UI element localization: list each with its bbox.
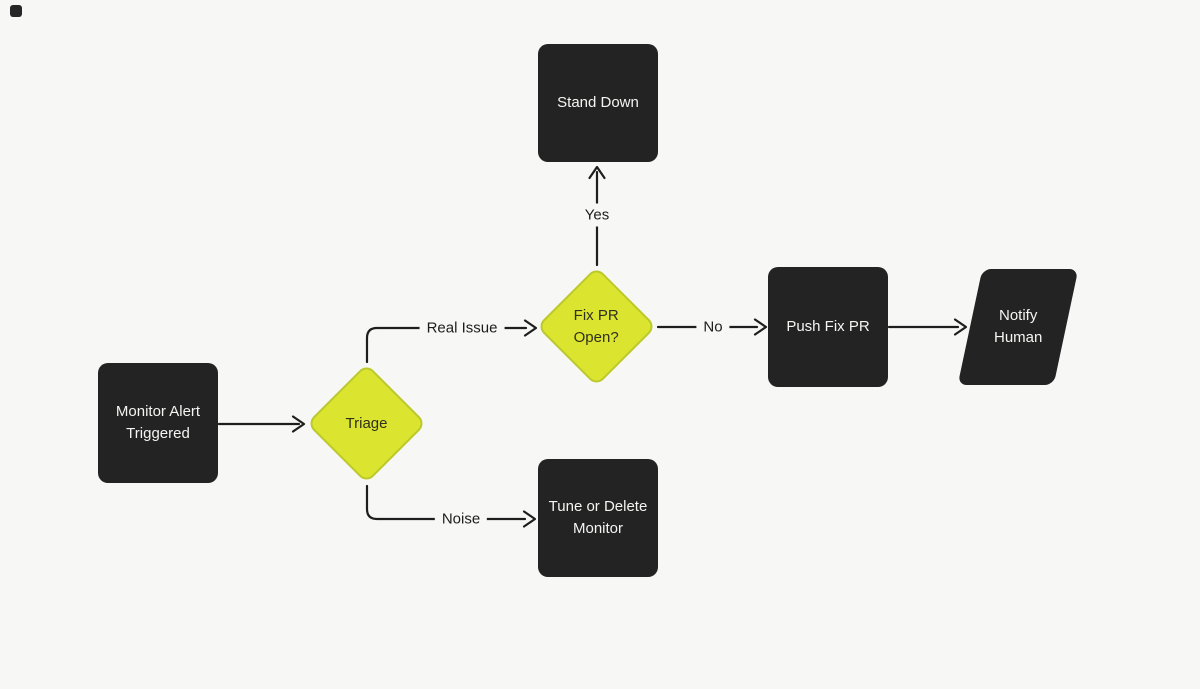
edge-label-real-issue[interactable]: Real Issue — [419, 316, 505, 340]
node-label-line: Triggered — [126, 425, 190, 442]
corner-logo[interactable] — [10, 5, 22, 17]
node-label-line: Human — [993, 329, 1043, 346]
node-label-line: Monitor Alert — [115, 403, 201, 420]
node-label-line: Open? — [573, 328, 620, 346]
edge-label-no[interactable]: No — [696, 315, 730, 339]
node-label-line: Push Fix PR — [786, 318, 870, 335]
node-label-line: Stand Down — [557, 94, 639, 111]
node-tune-or-delete-monitor[interactable]: Tune or Delete Monitor — [538, 459, 658, 577]
edge-label-noise[interactable]: Noise — [434, 507, 488, 531]
node-label-line: Monitor — [572, 520, 624, 537]
node-label-line: Triage — [345, 414, 388, 432]
node-label-line: Tune or Delete — [548, 498, 648, 515]
edge-label-yes[interactable]: Yes — [577, 203, 617, 227]
node-push-fix-pr[interactable]: Push Fix PR — [768, 267, 888, 387]
edge-pushfixpr-to-notifyhuman[interactable] — [887, 318, 968, 336]
node-stand-down[interactable]: Stand Down — [538, 44, 658, 162]
node-label-line: Notify — [998, 307, 1038, 324]
node-monitor-alert-triggered[interactable]: Monitor Alert Triggered — [98, 363, 218, 483]
edge-triage-to-tunemonitor[interactable] — [365, 484, 537, 528]
edge-triage-to-fixpropen[interactable] — [365, 319, 538, 364]
node-label-line: Fix PR — [573, 306, 619, 324]
edge-monitor-to-triage[interactable] — [217, 415, 306, 433]
